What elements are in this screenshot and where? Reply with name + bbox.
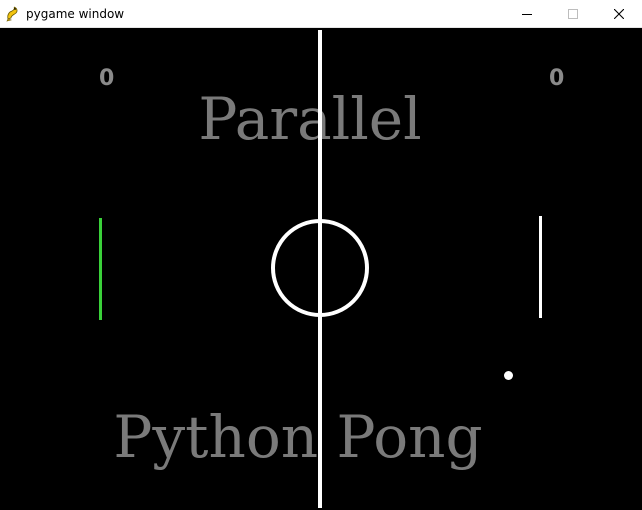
left-paddle bbox=[99, 218, 102, 320]
minimize-icon bbox=[522, 14, 532, 15]
window-title: pygame window bbox=[26, 7, 125, 21]
close-icon bbox=[614, 9, 624, 19]
game-canvas[interactable]: Parallel Python Pong 0 0 bbox=[0, 28, 642, 510]
right-paddle bbox=[539, 216, 542, 318]
maximize-icon bbox=[568, 9, 578, 19]
title-bar[interactable]: pygame window bbox=[0, 0, 642, 28]
close-button[interactable] bbox=[596, 0, 642, 28]
maximize-button[interactable] bbox=[550, 0, 596, 28]
game-title-top: Parallel bbox=[198, 85, 422, 153]
ball bbox=[504, 371, 513, 380]
center-circle bbox=[271, 219, 369, 317]
pygame-snake-icon bbox=[5, 6, 21, 22]
score-left: 0 bbox=[99, 66, 115, 91]
score-right: 0 bbox=[549, 66, 565, 91]
minimize-button[interactable] bbox=[504, 0, 550, 28]
game-title-bottom: Python Pong bbox=[113, 403, 483, 471]
